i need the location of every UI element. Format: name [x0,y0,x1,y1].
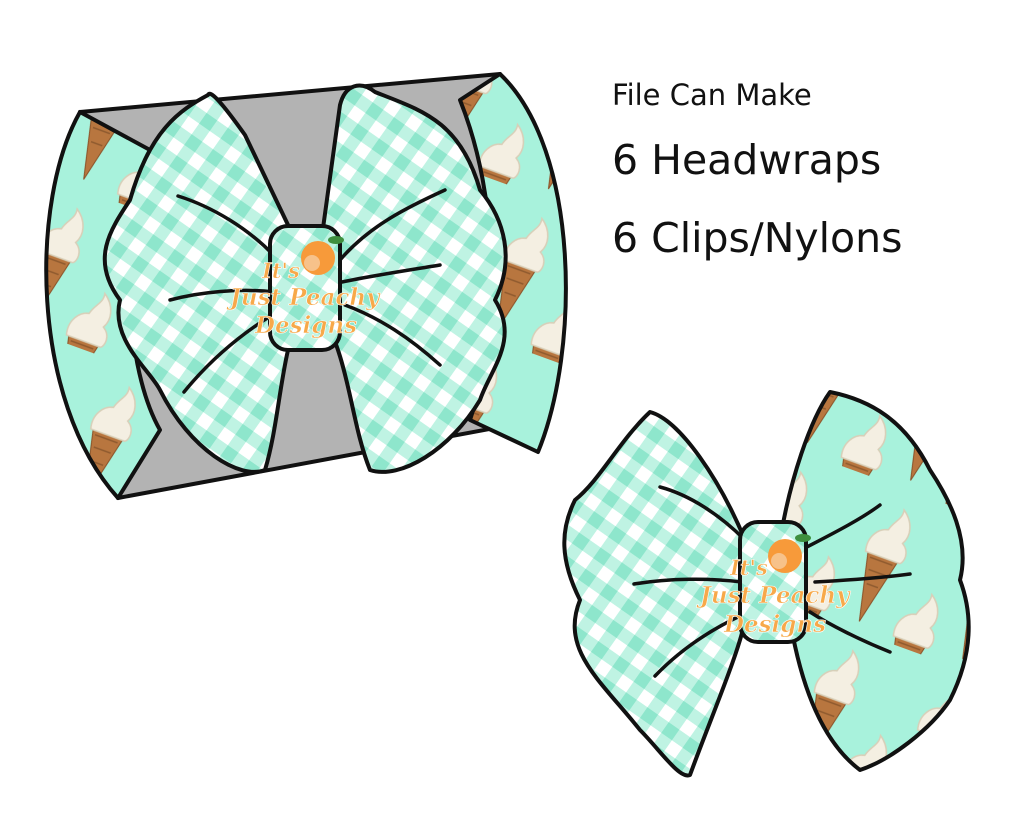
headwrap-watermark: It's Just Peachy Designs [226,236,381,339]
headwrap-bow-creases [168,188,447,394]
headwrap: It's Just Peachy Designs [44,72,568,500]
watermark-line3: Designs [254,312,357,339]
watermark-line2: Just Peachy [696,582,851,609]
headwrap-bow-left-wing [102,91,302,474]
watermark-line1: It's [729,555,768,580]
headwrap-bow-right-wing [318,83,508,474]
caption-file-can-make: File Can Make [612,78,812,112]
clip-bow: It's Just Peachy Designs [562,390,971,778]
caption-headwraps: 6 Headwraps [612,136,882,184]
clip-bow-right-wing [778,390,971,772]
watermark-line2: Just Peachy [226,284,381,311]
clip-bow-creases [632,485,912,678]
watermark-line1: It's [261,258,300,283]
caption-clips-nylons: 6 Clips/Nylons [612,214,903,262]
watermark-line3: Designs [723,611,826,638]
clip-bow-watermark: It's Just Peachy Designs [696,534,851,638]
